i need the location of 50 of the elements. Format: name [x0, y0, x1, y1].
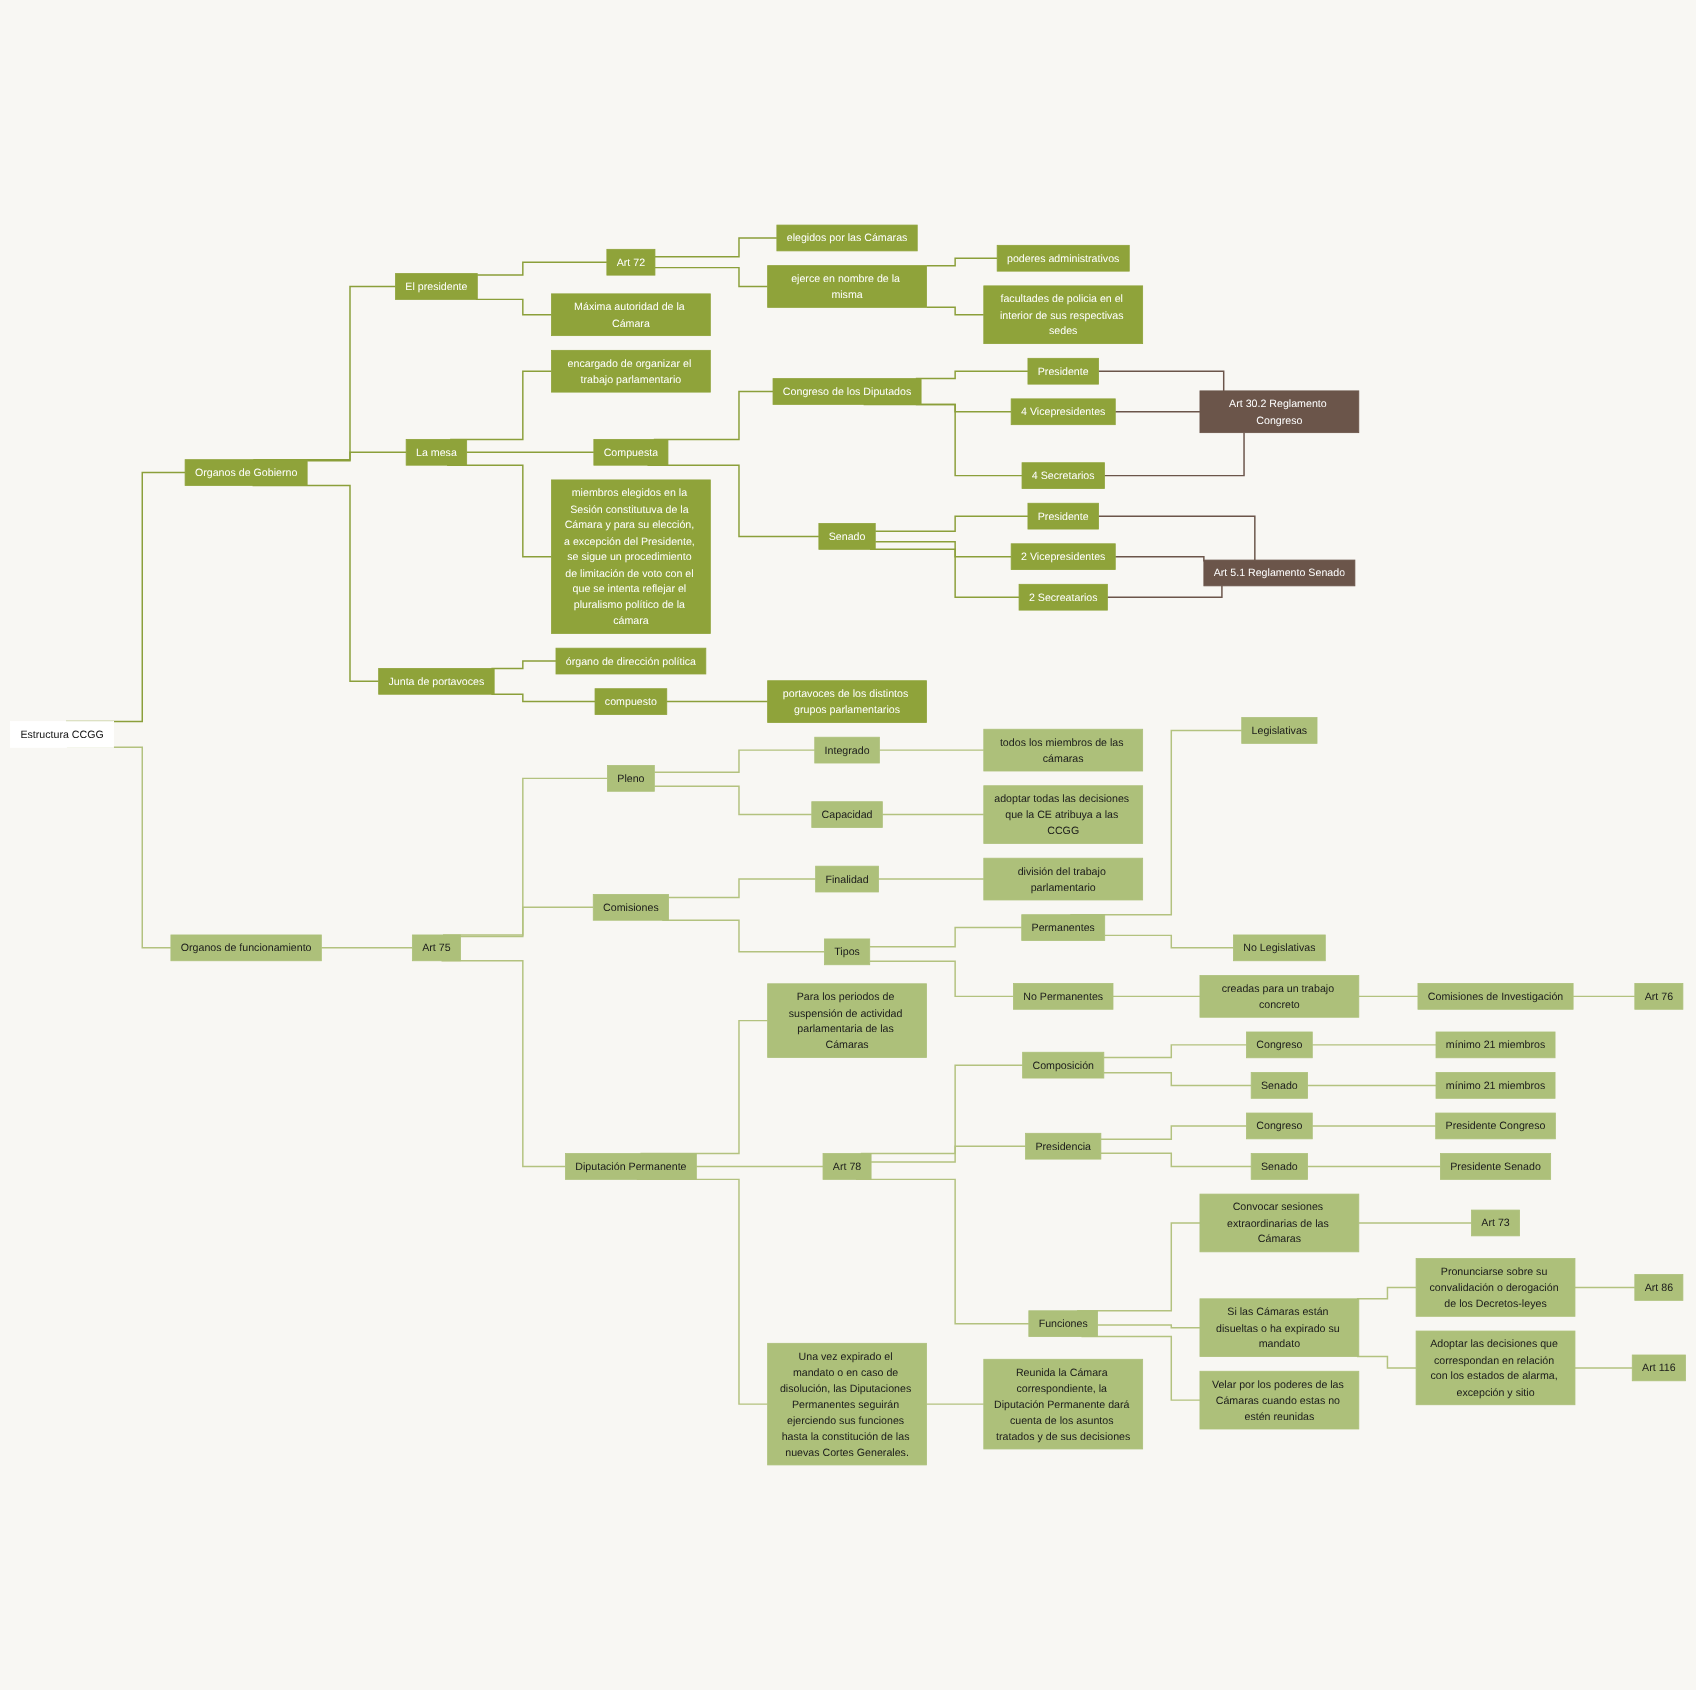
connector [1114, 555, 1205, 563]
connector [459, 906, 594, 938]
connector [1306, 1084, 1437, 1087]
connector [870, 1145, 1027, 1163]
connector [1103, 1072, 1252, 1087]
connector [1574, 1367, 1633, 1369]
connector [490, 660, 557, 670]
connector [1097, 370, 1225, 392]
connector [667, 878, 817, 899]
connector [475, 298, 553, 316]
connector [878, 749, 985, 751]
connector [1097, 515, 1256, 561]
connector [881, 813, 985, 816]
connector [653, 749, 816, 773]
connector [1356, 1286, 1417, 1300]
connector [868, 960, 1015, 998]
connector [1103, 1044, 1248, 1059]
connector [1358, 995, 1419, 998]
connector [1103, 431, 1245, 477]
connector [476, 261, 608, 276]
connector [1103, 934, 1235, 949]
connector [1100, 1152, 1252, 1168]
connector [695, 1165, 824, 1168]
connector [877, 878, 985, 880]
connector [1358, 1222, 1473, 1224]
connector [1112, 995, 1201, 998]
connector [320, 947, 414, 949]
connector [874, 515, 1029, 532]
connector [654, 266, 769, 288]
connector [1100, 1125, 1248, 1140]
connector [1306, 1165, 1442, 1168]
connector [654, 237, 778, 258]
connector [306, 451, 407, 462]
connector [925, 306, 985, 316]
connector [653, 785, 813, 816]
connector [1356, 1355, 1417, 1369]
connector [490, 693, 596, 703]
connector [1574, 1286, 1636, 1289]
connector [1096, 1324, 1201, 1329]
connector [1311, 1125, 1437, 1127]
connector [874, 540, 1012, 558]
connector [1106, 585, 1223, 598]
connector [1114, 411, 1201, 413]
connector [868, 926, 1023, 948]
connector [925, 1403, 985, 1405]
connector [925, 257, 998, 267]
connector [1311, 1044, 1437, 1046]
connector [666, 700, 769, 703]
connector [1572, 995, 1636, 998]
connector [465, 451, 595, 454]
